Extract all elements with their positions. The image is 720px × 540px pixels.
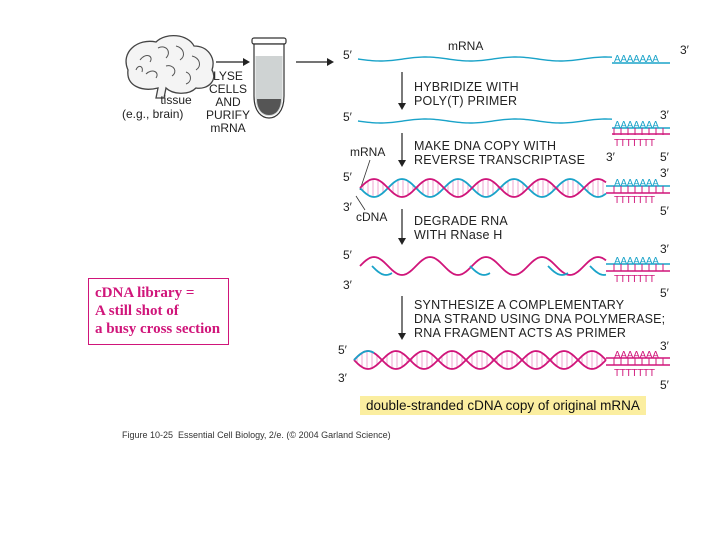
step-1-line-1: HYBRIDIZE WITH [414,80,519,94]
mrna-side-label: mRNA [350,146,385,159]
arrow-to-tube [216,58,250,66]
dna-helix-row5-a [353,350,607,370]
mrna-top-label: mRNA [448,40,483,53]
polyT-row2: TTTTTTT [614,138,655,149]
mrna-strand-row1 [357,56,613,62]
tail-bars-row4 [613,264,664,271]
step-4-line-3: RNA FRAGMENT ACTS AS PRIMER [414,326,627,340]
callout-line-2: A still shot of [95,303,179,319]
step-1-label: HYBRIDIZE WITH POLY(T) PRIMER [414,80,519,108]
tail-bars-row3 [613,186,664,193]
mrna-side-label-text: mRNA [350,145,386,159]
mrna-leader-line [359,159,371,191]
prime-3-row3: 3′ [343,200,352,214]
step-3-line-2: WITH RNase H [414,228,503,242]
rna-fragment-row4-4 [589,265,607,276]
figure-number: Figure 10-25 [122,430,174,440]
polyT-row3: TTTTTTT [614,195,655,206]
step-4-line-1: SYNTHESIZE A COMPLEMENTARY [414,298,625,312]
prime-3-row4-top: 3′ [660,242,669,256]
rna-fragment-row4-3 [547,265,569,276]
arrow-to-mrna [296,58,334,66]
step-arrow-3 [398,209,406,245]
test-tube-icon [251,37,287,119]
callout-box: cDNA library = A still shot of a busy cr… [88,278,230,345]
polyA-row1: AAAAAAA [614,54,659,65]
mrna-top-label-text: mRNA [448,39,484,53]
polyT-row5: TTTTTTT [614,368,655,379]
cdna-helix-row4 [359,256,607,276]
tissue-label: tissue [146,94,206,107]
step-arrow-4 [398,296,406,340]
figure-caption: Figure 10-25 Essential Cell Biology, 2/e… [122,430,391,440]
polyA-row2: AAAAAAA [614,120,659,131]
process-line-2: CELLS [208,82,248,96]
prime-3-row5-top: 3′ [660,339,669,353]
step-1-line-2: POLY(T) PRIMER [414,94,518,108]
mrna-strand-row2 [357,118,613,124]
dna-helix-row5-b [353,350,607,370]
step-4-line-2: DNA STRAND USING DNA POLYMERASE; [414,312,666,326]
rna-fragment-row4-2 [469,265,491,276]
rungs-row5 [356,351,603,369]
prime-5-row1: 5′ [343,48,352,62]
process-line-1: LYSE [213,69,243,83]
step-3-line-1: DEGRADE RNA [414,214,508,228]
process-line-5: mRNA [210,121,246,135]
prime-3-row2: 3′ [660,108,669,122]
figure-source: Essential Cell Biology, 2/e. (© 2004 Gar… [178,430,391,440]
tissue-example-label: (e.g., brain) [122,108,183,121]
prime-5-row4-bottom: 5′ [660,286,669,300]
prime-5-row2: 5′ [343,110,352,124]
step-3-label: DEGRADE RNA WITH RNase H [414,214,508,242]
polyA-row3: AAAAAAA [614,178,659,189]
step-arrow-2 [398,133,406,167]
tissue-example-text: (e.g., brain) [122,107,184,121]
brain-icon [125,35,215,99]
prime-5-row5-bottom: 5′ [660,378,669,392]
prime-3-row3-top: 3′ [660,166,669,180]
callout-line-1: cDNA library = [95,285,195,301]
mrna-helix-row3 [359,178,607,198]
polyT-row4: TTTTTTT [614,274,655,285]
prime-5-row2-primer: 5′ [660,150,669,164]
rna-fragment-row4-1 [371,265,393,276]
prime-5-row4: 5′ [343,248,352,262]
prime-3-row4: 3′ [343,278,352,292]
callout-line-3: a busy cross section [95,321,221,337]
step-4-label: SYNTHESIZE A COMPLEMENTARY DNA STRAND US… [414,298,665,340]
primer-bars-row2 [613,128,664,135]
step-2-line-1: MAKE DNA COPY WITH [414,139,557,153]
tissue-label-text: tissue [160,93,192,107]
prime-3-row1: 3′ [680,43,689,57]
cdna-helix-row3 [359,178,607,198]
strand-layer [353,56,670,370]
prime-3-row2-primer: 3′ [606,150,615,164]
process-line-3: AND [215,95,241,109]
result-label: double-stranded cDNA copy of original mR… [360,396,646,415]
cdna-leader-line [355,195,366,211]
polyA-row4: AAAAAAA [614,256,659,267]
prime-3-row5: 3′ [338,371,347,385]
prime-5-row3-bottom: 5′ [660,204,669,218]
step-arrow-1 [398,72,406,110]
process-label: LYSE CELLS AND PURIFY mRNA [205,70,251,135]
prime-5-row5: 5′ [338,343,347,357]
process-line-4: PURIFY [205,108,250,122]
prime-5-row3: 5′ [343,170,352,184]
rungs-row3 [362,179,604,197]
step-2-label: MAKE DNA COPY WITH REVERSE TRANSCRIPTASE [414,139,585,167]
cdna-side-label: cDNA [356,211,387,224]
step-2-line-2: REVERSE TRANSCRIPTASE [414,153,586,167]
rna-primer-row5 [353,350,375,361]
tail-bars-row5 [613,358,664,365]
cdna-side-label-text: cDNA [356,210,388,224]
polyA-row5-label: AAAAAAA [614,350,659,361]
